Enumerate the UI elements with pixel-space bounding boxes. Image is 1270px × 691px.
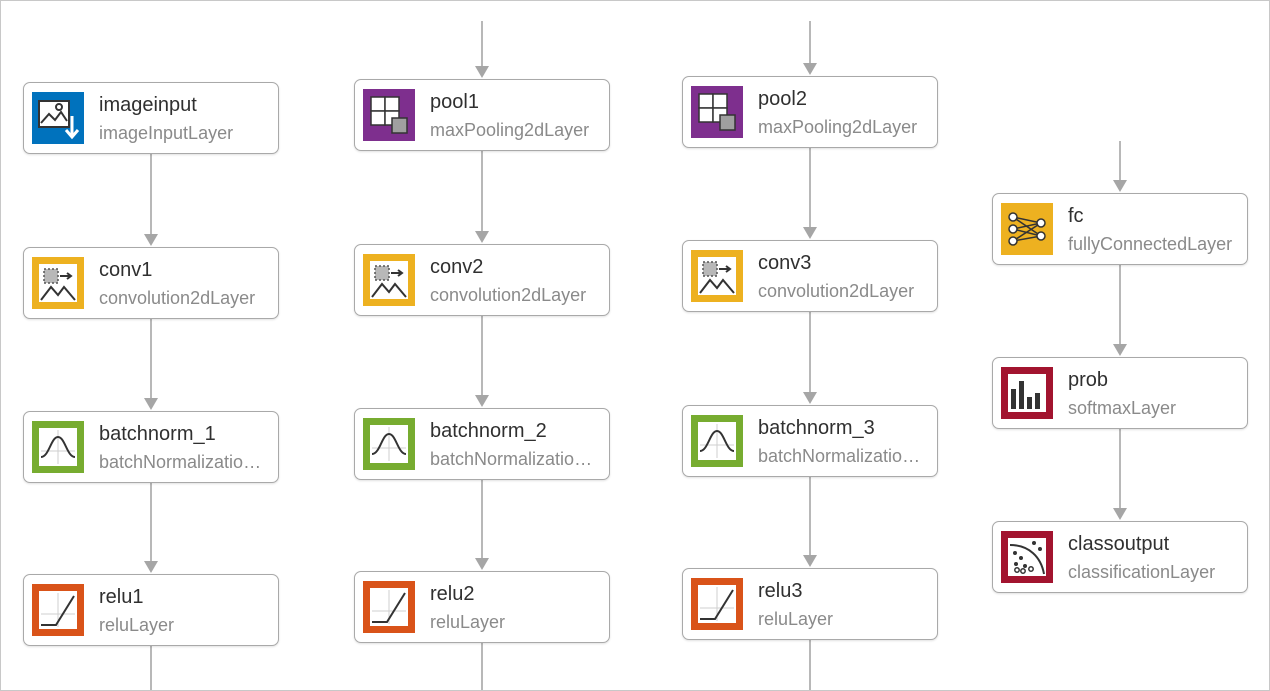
layer-type: reluLayer: [758, 609, 834, 629]
layer-type: convolution2dLayer: [758, 281, 915, 301]
convolution-icon: [363, 254, 415, 306]
layer-node-imageinput[interactable]: imageinput imageInputLayer: [23, 82, 279, 154]
image-input-icon: [32, 92, 84, 144]
layer-type: batchNormalizationLayer: [758, 446, 930, 466]
layer-name: batchnorm_2: [430, 420, 547, 442]
layer-name: pool1: [430, 91, 479, 113]
fully-connected-icon: [1001, 203, 1053, 255]
layer-node-fc[interactable]: fc fullyConnectedLayer: [992, 193, 1248, 265]
layer-name: pool2: [758, 88, 807, 110]
layer-name: classoutput: [1068, 533, 1170, 555]
layer-name: relu2: [430, 583, 475, 605]
layer-node-prob[interactable]: prob softmaxLayer: [992, 357, 1248, 429]
softmax-icon: [1001, 367, 1053, 419]
edge-pool1-to-conv2-arrowhead: [475, 231, 489, 243]
relu-icon: [363, 581, 415, 633]
layer-type: fullyConnectedLayer: [1068, 234, 1233, 254]
layer-name: conv1: [99, 259, 153, 281]
layer-name: fc: [1068, 205, 1084, 227]
classification-icon: [1001, 531, 1053, 583]
edge-batchnorm-1-to-relu1-arrowhead: [144, 561, 158, 573]
layer-type: convolution2dLayer: [99, 288, 256, 308]
edge-conv2-to-batchnorm-2-arrowhead: [475, 395, 489, 407]
edge-conv3-to-batchnorm-3-arrowhead: [803, 392, 817, 404]
layer-name: relu1: [99, 586, 144, 608]
edge-imageinput-to-conv1-arrowhead: [144, 234, 158, 246]
layer-name: imageinput: [99, 94, 197, 116]
layer-node-conv2[interactable]: conv2 convolution2dLayer: [354, 244, 610, 316]
layer-node-conv1[interactable]: conv1 convolution2dLayer: [23, 247, 279, 319]
layer-type: batchNormalizationLayer: [430, 449, 602, 469]
layer-name: conv2: [430, 256, 484, 278]
relu-icon: [32, 584, 84, 636]
layer-name: relu3: [758, 580, 803, 602]
layer-node-relu2[interactable]: relu2 reluLayer: [354, 571, 610, 643]
relu-icon: [691, 578, 743, 630]
edge-prob-to-classoutput-arrowhead: [1113, 508, 1127, 520]
layer-node-relu3[interactable]: relu3 reluLayer: [682, 568, 938, 640]
edge-fc-to-prob-arrowhead: [1113, 344, 1127, 356]
layer-type: classificationLayer: [1068, 562, 1216, 582]
edge-relu1-to-pool1-arrowhead: [475, 66, 489, 78]
batch-norm-icon: [32, 421, 84, 473]
edge-relu3-to-fc-arrowhead: [1113, 180, 1127, 192]
layer-type: maxPooling2dLayer: [430, 120, 590, 140]
edge-relu2-to-pool2-arrowhead: [803, 63, 817, 75]
layer-type: softmaxLayer: [1068, 398, 1177, 418]
layer-node-pool2[interactable]: pool2 maxPooling2dLayer: [682, 76, 938, 148]
layer-node-batchnorm-2[interactable]: batchnorm_2 batchNormalizationLayer: [354, 408, 610, 480]
layer-type: imageInputLayer: [99, 123, 234, 143]
layer-node-pool1[interactable]: pool1 maxPooling2dLayer: [354, 79, 610, 151]
convolution-icon: [691, 250, 743, 302]
layer-type: reluLayer: [99, 615, 175, 635]
layer-name: batchnorm_3: [758, 417, 875, 439]
edge-batchnorm-2-to-relu2-arrowhead: [475, 558, 489, 570]
layer-name: batchnorm_1: [99, 423, 216, 445]
max-pooling-icon: [691, 86, 743, 138]
layer-type: reluLayer: [430, 612, 506, 632]
layer-name: conv3: [758, 252, 812, 274]
layer-type: maxPooling2dLayer: [758, 117, 918, 137]
layer-node-batchnorm-3[interactable]: batchnorm_3 batchNormalizationLayer: [682, 405, 938, 477]
layer-type: batchNormalizationLayer: [99, 452, 271, 472]
batch-norm-icon: [691, 415, 743, 467]
layer-node-conv3[interactable]: conv3 convolution2dLayer: [682, 240, 938, 312]
layer-node-classoutput[interactable]: classoutput classificationLayer: [992, 521, 1248, 593]
layer-node-relu1[interactable]: relu1 reluLayer: [23, 574, 279, 646]
batch-norm-icon: [363, 418, 415, 470]
convolution-icon: [32, 257, 84, 309]
edge-conv1-to-batchnorm-1-arrowhead: [144, 398, 158, 410]
layer-node-batchnorm-1[interactable]: batchnorm_1 batchNormalizationLayer: [23, 411, 279, 483]
layer-type: convolution2dLayer: [430, 285, 587, 305]
max-pooling-icon: [363, 89, 415, 141]
edge-pool2-to-conv3-arrowhead: [803, 227, 817, 239]
layer-name: prob: [1068, 369, 1109, 391]
edge-batchnorm-3-to-relu3-arrowhead: [803, 555, 817, 567]
